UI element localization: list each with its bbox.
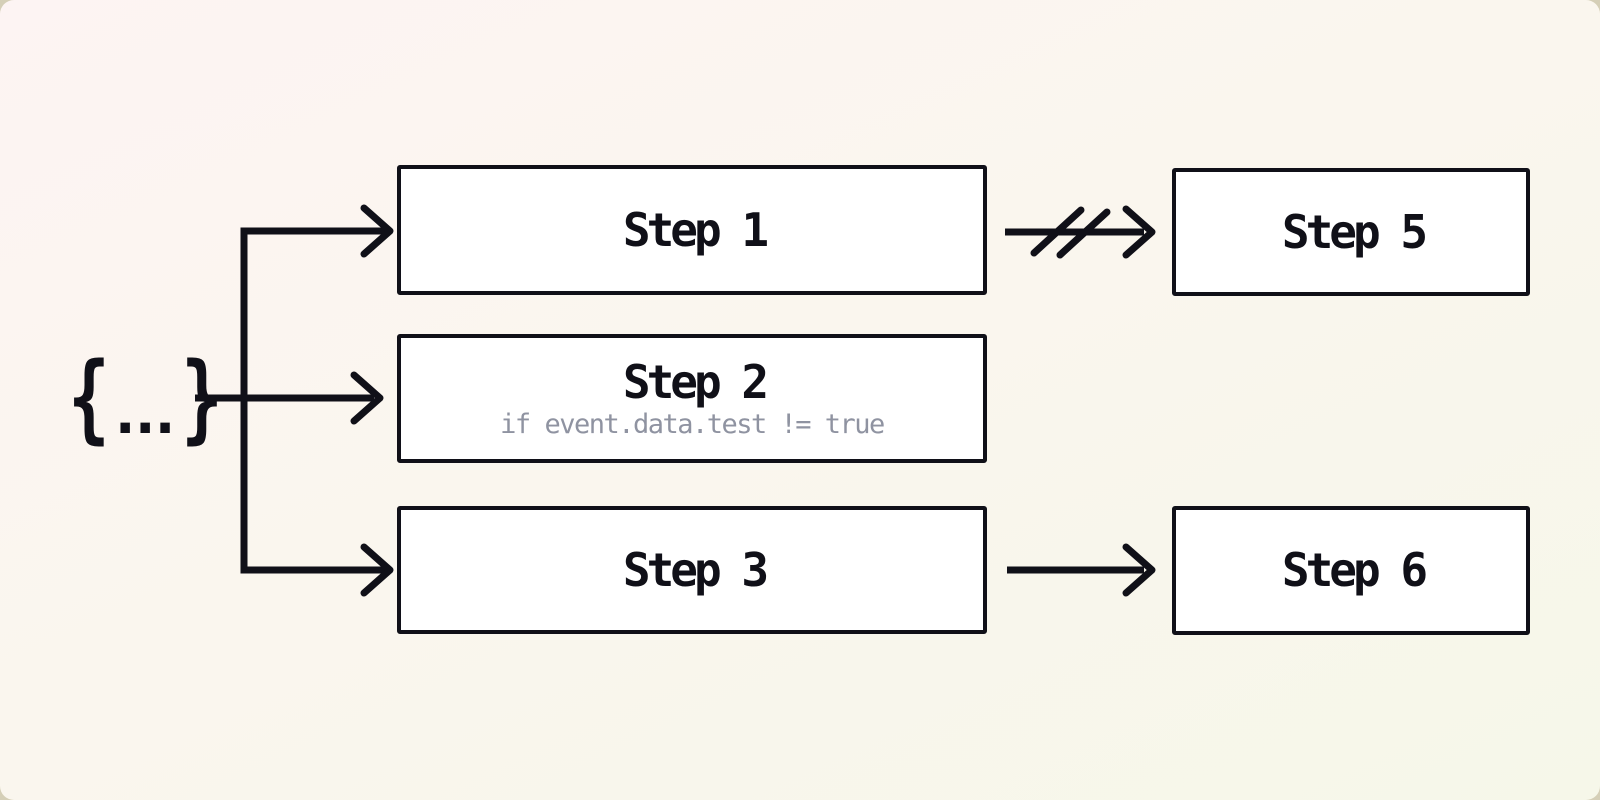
brace-left: { <box>68 342 110 454</box>
step-title: Step 3 <box>622 542 769 597</box>
step-title: Step 1 <box>622 202 769 257</box>
step-node-2[interactable]: Step 2 if event.data.test != true <box>397 334 987 463</box>
event-to-step2-arrow <box>195 371 384 425</box>
event-payload-icon[interactable]: { ... } <box>60 346 230 450</box>
step-node-6[interactable]: Step 6 <box>1172 506 1530 635</box>
step-condition: if event.data.test != true <box>500 409 885 441</box>
step1-to-step5-broken-arrow <box>1005 205 1156 259</box>
step-title: Step 5 <box>1281 204 1428 259</box>
step-node-1[interactable]: Step 1 <box>397 165 987 295</box>
step-title: Step 6 <box>1281 543 1428 598</box>
brace-right: } <box>180 342 223 454</box>
step3-to-step6-arrow <box>1007 543 1156 597</box>
step-node-5[interactable]: Step 5 <box>1172 168 1530 296</box>
step-node-3[interactable]: Step 3 <box>397 506 987 634</box>
ellipsis-dots: ... <box>107 379 183 447</box>
step-title: Step 2 <box>622 354 769 409</box>
